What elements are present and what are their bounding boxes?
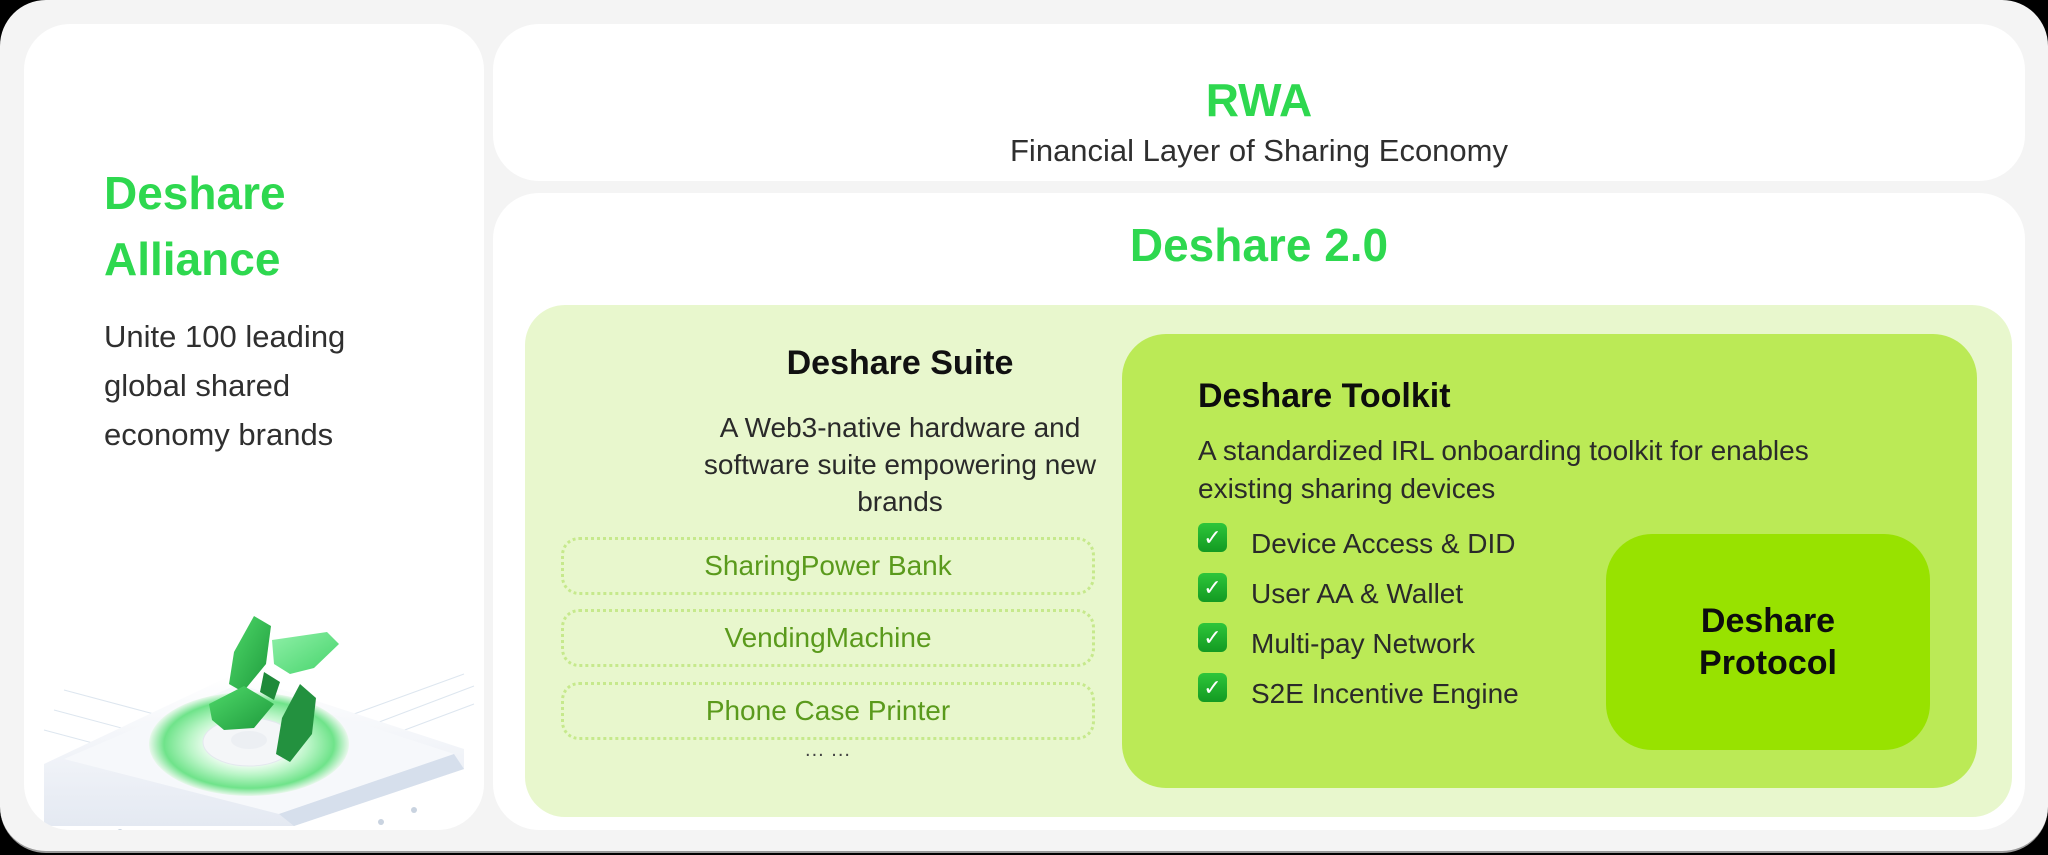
suite-desc-line1: A Web3-native hardware and (719, 412, 1081, 443)
feature-label: User AA & Wallet (1251, 578, 1464, 609)
check-box-icon: ✓ (1198, 572, 1227, 602)
feature-multi-pay-network: ✓ Multi-pay Network (1198, 622, 1476, 664)
rwa-title: RWA (1205, 74, 1313, 126)
deshare-logo-device-illustration-icon (24, 564, 484, 830)
suite-desc-line3: brands (857, 486, 943, 517)
alliance-title-line1: Deshare (104, 167, 286, 219)
suite-title: Deshare Suite (786, 344, 1014, 382)
toolkit-desc-line1: A standardized IRL onboarding toolkit fo… (1198, 435, 1809, 466)
alliance-card: Deshare Alliance Unite 100 leading globa… (24, 24, 484, 830)
feature-label: Device Access & DID (1251, 528, 1516, 559)
suite-item-phone-case-printer: Phone Case Printer (561, 682, 1095, 740)
feature-device-access-did: ✓ Device Access & DID (1198, 522, 1516, 564)
check-box-icon: ✓ (1198, 622, 1227, 652)
alliance-desc-line3: economy brands (104, 417, 334, 452)
check-box-icon: ✓ (1198, 672, 1227, 702)
suite-description: A Web3-native hardware and software suit… (585, 409, 1215, 520)
toolkit-title: Deshare Toolkit (1198, 377, 1451, 415)
suite-item-label: SharingPower Bank (704, 550, 952, 581)
suite-item-vending-machine: VendingMachine (561, 609, 1095, 667)
suite-more-ellipsis: ... ... (805, 739, 851, 761)
deshare-2-title: Deshare 2.0 (1129, 219, 1389, 271)
toolkit-description: A standardized IRL onboarding toolkit fo… (1198, 432, 1938, 508)
alliance-desc-line1: Unite 100 leading (104, 319, 346, 354)
rwa-subtitle: Financial Layer of Sharing Economy (1010, 133, 1508, 168)
protocol-line1: Deshare (1700, 602, 1836, 640)
feature-s2e-incentive-engine: ✓ S2E Incentive Engine (1198, 672, 1519, 714)
check-box-icon: ✓ (1198, 522, 1227, 552)
deshare-2-card: Deshare 2.0 Deshare Suite A Web3-native … (493, 193, 2025, 830)
suite-item-label: VendingMachine (724, 622, 932, 653)
alliance-title: Deshare Alliance (104, 160, 464, 292)
suite-desc-line2: software suite empowering new (703, 449, 1097, 480)
feature-label: S2E Incentive Engine (1251, 678, 1519, 709)
alliance-description: Unite 100 leading global shared economy … (104, 312, 444, 459)
alliance-title-line2: Alliance (104, 233, 281, 285)
protocol-line2: Protocol (1699, 644, 1837, 682)
toolkit-desc-line2: existing sharing devices (1198, 473, 1496, 504)
feature-user-aa-wallet: ✓ User AA & Wallet (1198, 572, 1464, 614)
alliance-desc-line2: global shared (104, 368, 291, 403)
feature-label: Multi-pay Network (1251, 628, 1476, 659)
deshare-2-panel: Deshare Suite A Web3-native hardware and… (525, 305, 2012, 817)
suite-item-label: Phone Case Printer (705, 695, 951, 726)
deshare-protocol-box: Deshare Protocol (1606, 534, 1930, 750)
rwa-card: RWA Financial Layer of Sharing Economy (493, 24, 2025, 181)
toolkit-panel: Deshare Toolkit A standardized IRL onboa… (1122, 334, 1977, 788)
suite-item-sharing-power-bank: SharingPower Bank (561, 537, 1095, 595)
